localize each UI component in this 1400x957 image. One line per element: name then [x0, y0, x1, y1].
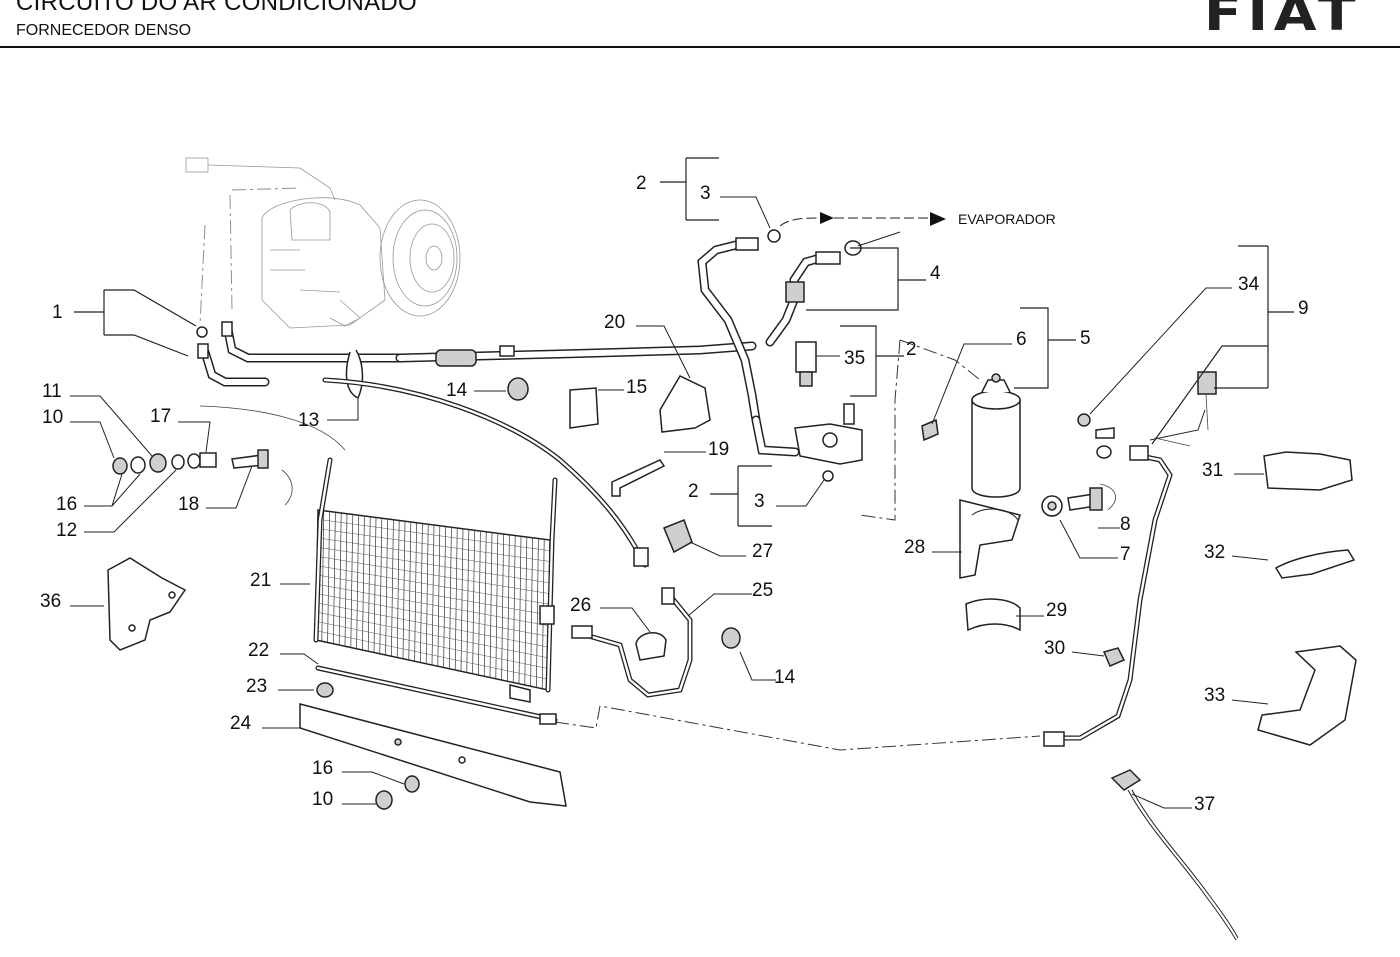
leader-lines — [70, 157, 1294, 809]
callout-1: 1 — [52, 302, 63, 323]
callout-2: 2 — [636, 173, 647, 194]
compressor-drawing — [185, 157, 461, 329]
callout-14-lower: 14 — [774, 667, 796, 688]
page-title: CIRCUITO DO AR CONDICIONADO — [16, 0, 418, 16]
callout-14: 14 — [446, 380, 468, 401]
page-subtitle: FORNECEDOR DENSO — [16, 22, 192, 39]
receiver-drier — [971, 373, 1021, 498]
small-parts — [107, 229, 1357, 941]
evaporador-arrows: EVAPORADOR — [779, 211, 1056, 227]
callout-13: 13 — [298, 410, 319, 431]
ac-circuit-diagram: EVAPORADOR — [40, 157, 1357, 941]
callout-12: 12 — [56, 520, 77, 541]
condenser-tube — [316, 611, 549, 659]
callout-3-lower: 3 — [754, 491, 765, 512]
callout-28: 28 — [904, 537, 925, 558]
hose-assembly — [196, 237, 1217, 747]
condenser-tube — [316, 602, 549, 648]
callout-10: 10 — [42, 407, 63, 428]
callout-2-middle: 2 — [906, 339, 917, 360]
callout-36: 36 — [40, 591, 61, 612]
callout-4: 4 — [930, 263, 941, 284]
callout-16-lower: 16 — [312, 758, 333, 779]
callout-30: 30 — [1044, 638, 1065, 659]
callout-35: 35 — [844, 348, 865, 369]
callout-25: 25 — [752, 580, 773, 601]
callout-8: 8 — [1120, 514, 1131, 535]
callout-10-lower: 10 — [312, 789, 333, 810]
callout-20: 20 — [604, 312, 625, 333]
band-clamp — [965, 598, 1021, 632]
condenser-tube — [317, 556, 550, 594]
callout-31: 31 — [1202, 460, 1223, 481]
condenser-tube — [317, 519, 550, 551]
condenser-tube — [317, 565, 550, 605]
callout-21: 21 — [250, 570, 271, 591]
callout-27: 27 — [752, 541, 773, 562]
callout-26: 26 — [570, 595, 591, 616]
condenser-tube — [317, 537, 550, 573]
callout-37: 37 — [1194, 794, 1215, 815]
callout-5: 5 — [1080, 328, 1091, 349]
callout-labels: 1 2 3 4 5 6 7 8 9 10 11 12 13 14 15 16 1… — [40, 173, 1309, 815]
callout-11: 11 — [42, 381, 62, 402]
callout-32: 32 — [1204, 542, 1225, 563]
condenser-tube — [316, 630, 549, 680]
callout-23: 23 — [246, 676, 267, 697]
callout-33: 33 — [1204, 685, 1225, 706]
condenser-tube — [317, 528, 550, 562]
condenser-tube — [317, 546, 550, 584]
condenser-tube — [316, 584, 549, 626]
callout-6: 6 — [1016, 329, 1027, 350]
fiat-logo: FIAT — [1204, 0, 1362, 42]
callout-17: 17 — [150, 406, 171, 427]
condenser-fins — [316, 510, 550, 689]
callout-22: 22 — [248, 640, 269, 661]
callout-3: 3 — [700, 183, 711, 204]
condenser-tube — [316, 621, 549, 669]
callout-9: 9 — [1298, 298, 1309, 319]
callout-29: 29 — [1046, 600, 1067, 621]
evaporador-label: EVAPORADOR — [958, 211, 1056, 227]
callout-34: 34 — [1238, 274, 1260, 295]
callout-15: 15 — [626, 377, 647, 398]
drier-bracket — [959, 499, 1021, 579]
flow-lines — [554, 339, 1041, 751]
condenser-tube — [316, 593, 549, 637]
callout-7: 7 — [1120, 544, 1131, 565]
callout-16: 16 — [56, 494, 77, 515]
header-rule — [0, 46, 1400, 48]
callout-2-lower: 2 — [688, 481, 699, 502]
callout-24: 24 — [230, 713, 252, 734]
callout-18: 18 — [178, 494, 199, 515]
callout-19: 19 — [708, 439, 729, 460]
condenser-tube — [316, 574, 550, 616]
condenser — [313, 457, 558, 703]
